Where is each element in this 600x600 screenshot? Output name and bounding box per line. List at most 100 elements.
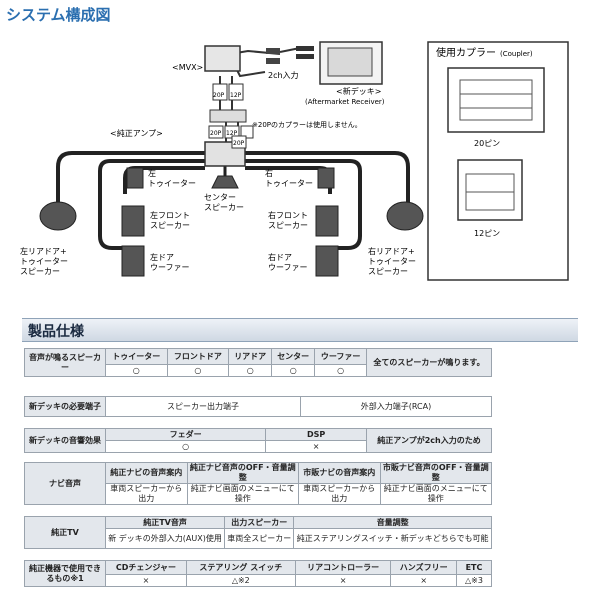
left-rear-l3: スピーカー [20,267,60,276]
left-front-speaker-icon [121,205,145,237]
coupler-12pin-icon [457,159,523,221]
tv-table: 純正TV 純正TV音声 出力スピーカー 音量調整 新 デッキの外部入力(AUX)… [24,516,492,549]
right-front-l2: スピーカー [268,221,308,230]
aftermarket-label: (Aftermarket Receiver) [305,98,385,106]
right-rear-l1: 右リアドア+ [368,246,415,256]
left-tweeter-l2: トゥイーター [148,179,196,188]
col-header: 純正TV音声 [104,516,226,529]
cell: △※2 [185,574,296,587]
cell: △※3 [456,574,492,587]
system-diagram: <MVX> 20P 12P 20P 12P 20P <純正アンプ> ※20Pのカ… [20,41,569,281]
cell: × [265,440,367,453]
connector-20p-top: 20P [213,92,225,99]
col-header: 市販ナビ音声のOFF・音量調整 [379,462,492,484]
center-l1: センター [204,193,236,202]
right-tweeter-l2: トゥイーター [265,179,313,188]
cell: 純正ナビ画面のメニューにて操作 [379,483,492,505]
col-header: フロントドア [166,348,230,365]
mvx-label: <MVX> [172,63,203,72]
left-rear-l1: 左リアドア+ [20,246,67,256]
left-front-l1: 左フロント [150,210,190,220]
right-rear-speaker-icon [386,201,424,231]
pin20-label: 20ピン [474,139,500,148]
col-header: リアコントローラー [294,560,392,575]
connector-12p-mid: 12P [226,130,238,137]
col-header: DSP [265,428,367,441]
center-l2: スピーカー [204,203,244,212]
col-header: 出力スピーカー [224,516,295,529]
sound-note: 純正アンプが2ch入力のため [366,428,492,453]
coupler-subtitle: (Coupler) [500,50,533,58]
pin12-label: 12ピン [474,229,500,238]
left-tweeter-icon [126,167,144,189]
cell: × [105,574,187,587]
row-label: 純正TV [24,516,106,549]
left-rear-speaker-icon [39,201,77,231]
col-header: 音量調整 [293,516,492,529]
connector-20p-amp: 20P [233,140,245,147]
cell: ○ [271,364,316,377]
col-header: 市販ナビの音声案内 [297,462,381,484]
cell: 外部入力端子(RCA) [299,396,493,417]
center-speaker-icon [211,175,239,189]
note-20p: ※20Pのカプラーは使用しません。 [252,120,362,129]
left-door-woofer-icon [121,245,145,277]
page-title: システム構成図 [6,6,111,24]
cell: 車両全スピーカー [224,528,295,549]
connector-20p-mid: 20P [210,130,222,137]
speaker-note: 全てのスピーカーが鳴ります。 [366,348,492,377]
left-door-l2: ウーファー [150,263,190,272]
right-door-l1: 右ドア [268,252,292,262]
left-tweeter-l1: 左 [148,168,156,178]
connector-12p-top: 12P [230,92,242,99]
speaker-table: 音声が鳴るスピーカー トゥイーター フロントドア リアドア センター ウーファー… [24,348,492,377]
row-label: ナビ音声 [24,462,106,505]
cell: 車両スピーカーから出力 [297,483,381,505]
cell: × [294,574,392,587]
row-label: 新デッキの音響効果 [24,428,106,453]
right-door-l2: ウーファー [268,263,308,272]
spec-section-header: 製品仕様 [22,318,578,342]
col-header: トゥイーター [105,348,168,365]
left-door-l1: 左ドア [150,252,174,262]
amp-label: <純正アンプ> [110,128,163,138]
right-rear-l2: トゥイーター [368,257,416,266]
cell: ○ [105,364,168,377]
mvx-unit [204,45,241,72]
cell: ○ [228,364,273,377]
right-door-woofer-icon [315,245,339,277]
col-header: 純正ナビの音声案内 [105,462,188,484]
navi-table: ナビ音声 純正ナビの音声案内 純正ナビ音声のOFF・音量調整 市販ナビの音声案内… [24,462,492,505]
right-tweeter-icon [317,167,335,189]
left-front-l2: スピーカー [150,221,190,230]
col-header: ハンズフリー [390,560,457,575]
new-deck-label: <新デッキ> [336,86,381,96]
sound-effect-table: 新デッキの音響効果 フェダー DSP 純正アンプが2ch入力のため ○ × [24,428,492,453]
left-rear-l2: トゥイーター [20,257,68,266]
input-2ch-label: 2ch入力 [268,70,299,80]
col-header: ウーファー [314,348,367,365]
row-label: 音声が鳴るスピーカー [24,348,106,377]
coupler-title: 使用カプラー [436,46,496,59]
cell: 純正ステアリングスイッチ・新デッキどちらでも可能 [293,528,492,549]
col-header: センター [271,348,316,365]
col-header: CDチェンジャー [105,560,187,575]
col-header: 純正ナビ音声のOFF・音量調整 [186,462,299,484]
right-front-speaker-icon [315,205,339,237]
cell: 新 デッキの外部入力(AUX)使用 [104,528,226,549]
row-label: 純正機器で使用できるもの※1 [24,560,106,587]
right-front-l1: 右フロント [268,210,308,220]
cell: 車両スピーカーから出力 [105,483,188,505]
cell: × [390,574,457,587]
cell: ○ [104,440,267,453]
right-tweeter-l1: 右 [265,168,273,178]
col-header: リアドア [228,348,273,365]
terminal-table: 新デッキの必要端子 スピーカー出力端子 外部入力端子(RCA) [24,396,493,417]
col-header: ステアリング スイッチ [185,560,296,575]
coupler-20pin-icon [447,67,545,133]
col-header: ETC [456,560,492,575]
cell: 純正ナビ画面のメニューにて操作 [186,483,299,505]
oem-device-table: 純正機器で使用できるもの※1 CDチェンジャー ステアリング スイッチ リアコン… [24,560,492,587]
cell: ○ [166,364,230,377]
right-rear-l3: スピーカー [368,267,408,276]
